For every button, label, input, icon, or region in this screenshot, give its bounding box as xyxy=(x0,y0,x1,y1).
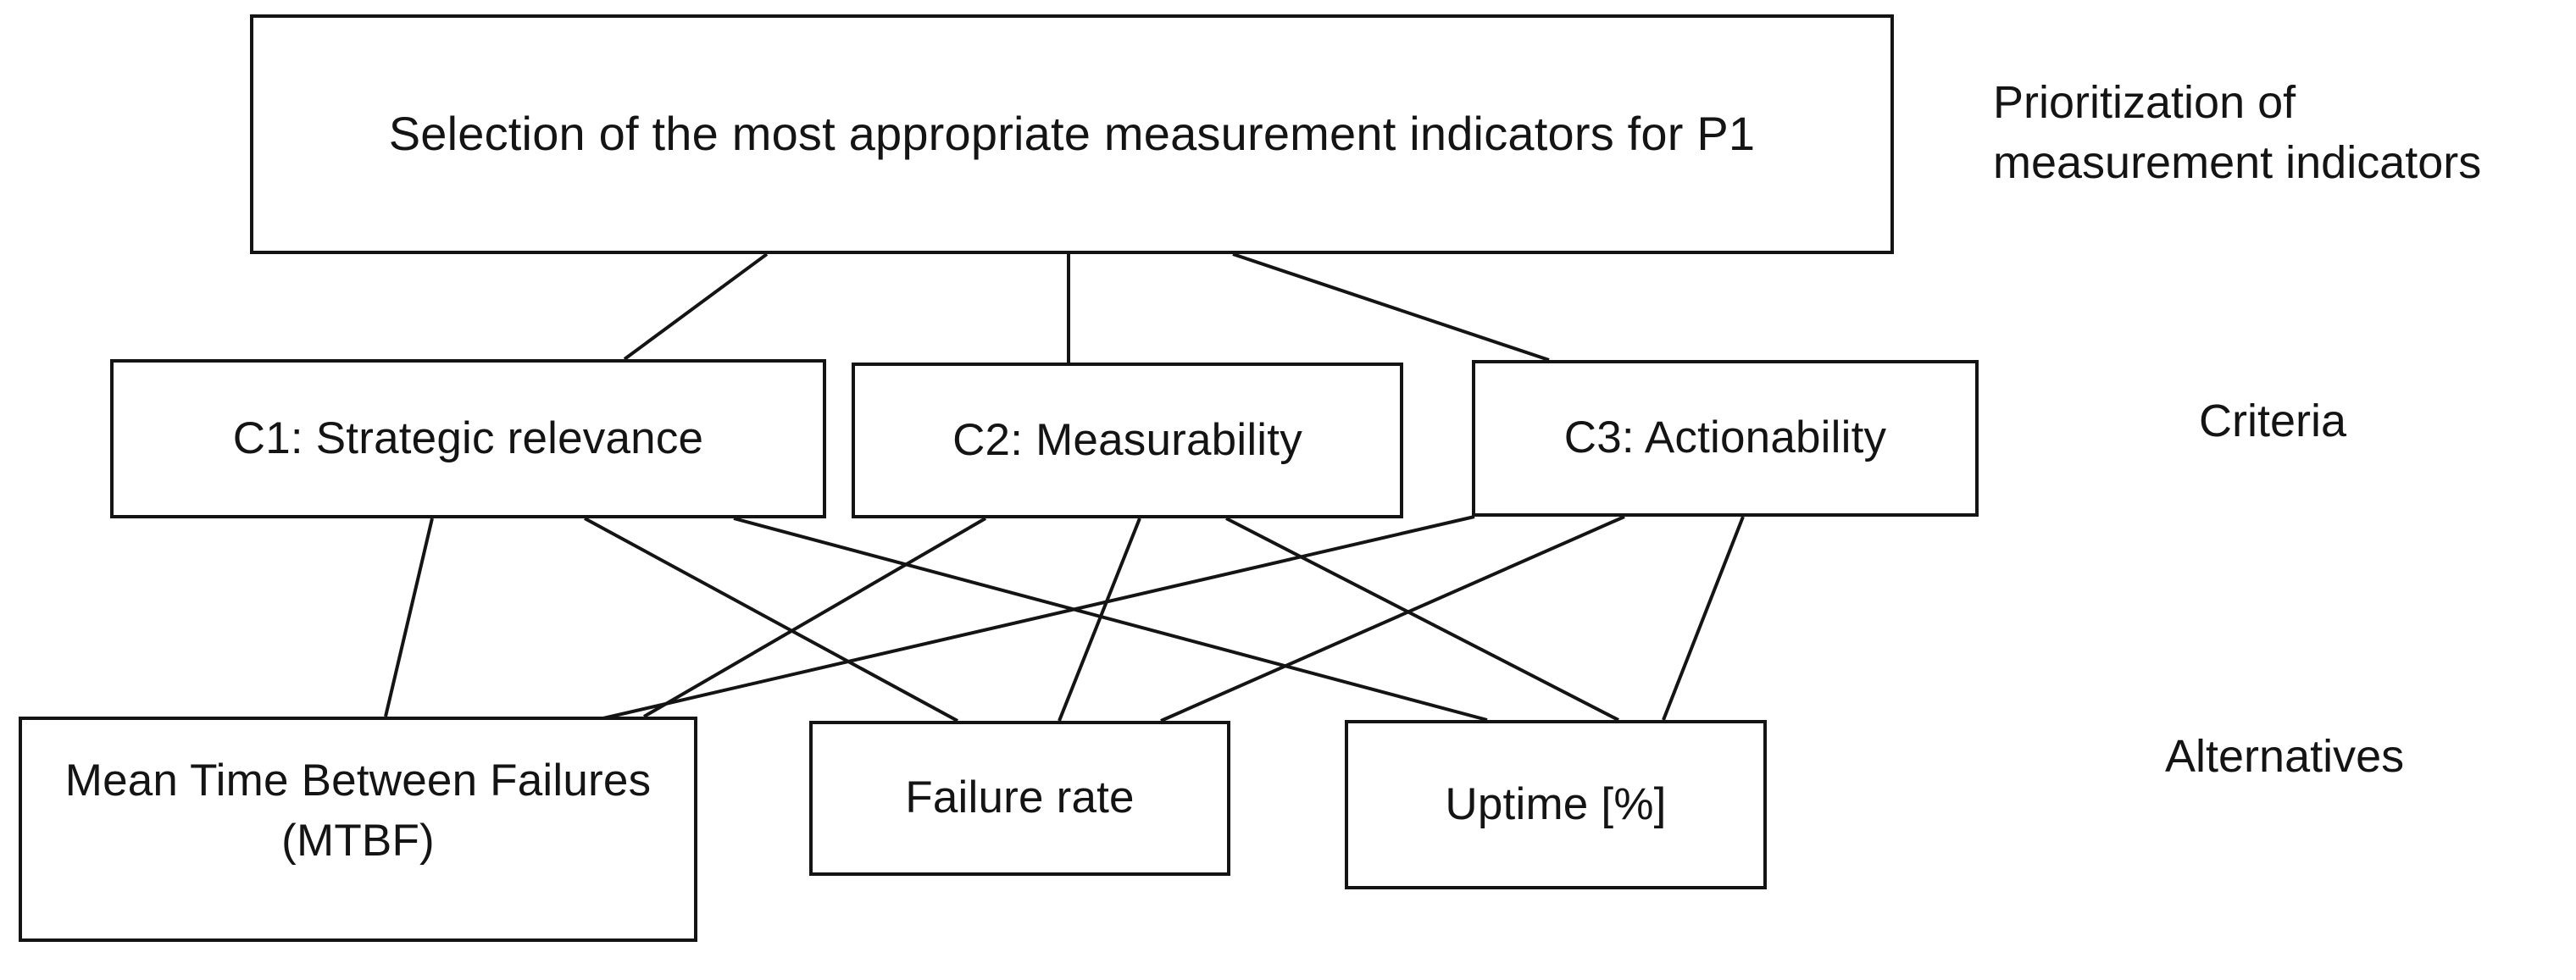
level-label-goal: Prioritization of measurement indicators xyxy=(1993,77,2482,189)
goal-label: Selection of the most appropriate measur… xyxy=(388,107,1756,161)
criterion-node-c3[interactable]: C3: Actionability xyxy=(1472,360,1979,517)
edge-c3-a3 xyxy=(1662,516,1745,721)
alternative-label-failure-rate: Failure rate xyxy=(905,772,1135,823)
edge-c1-a2 xyxy=(584,517,958,723)
alternative-node-uptime[interactable]: Uptime [%] xyxy=(1345,720,1767,889)
edge-goal-c3 xyxy=(1232,252,1550,362)
edge-goal-c1 xyxy=(623,252,769,361)
alternative-label-mtbf: Mean Time Between Failures (MTBF) xyxy=(64,755,652,866)
level-label-criteria: Criteria xyxy=(2199,396,2347,446)
alternative-node-mtbf[interactable]: Mean Time Between Failures (MTBF) xyxy=(19,717,697,942)
level-label-alternatives: Alternatives xyxy=(2165,731,2405,782)
alternative-label-uptime: Uptime [%] xyxy=(1445,778,1667,829)
goal-node[interactable]: Selection of the most appropriate measur… xyxy=(250,14,1894,254)
edge-c3-a1 xyxy=(558,515,1475,730)
edge-c2-a3 xyxy=(1225,517,1619,722)
edge-c1-a1 xyxy=(384,518,434,717)
alternative-node-failure-rate[interactable]: Failure rate xyxy=(809,721,1230,876)
criterion-node-c1[interactable]: C1: Strategic relevance xyxy=(110,359,826,518)
criterion-label-c1: C1: Strategic relevance xyxy=(232,412,704,463)
edge-c2-a1 xyxy=(642,517,987,718)
edge-c1-a3 xyxy=(733,517,1488,722)
criterion-label-c2: C2: Measurability xyxy=(952,414,1302,465)
criterion-label-c3: C3: Actionability xyxy=(1563,412,1887,463)
edge-c2-a2 xyxy=(1058,518,1141,722)
edge-c3-a2 xyxy=(1160,515,1625,723)
criterion-node-c2[interactable]: C2: Measurability xyxy=(852,363,1403,518)
